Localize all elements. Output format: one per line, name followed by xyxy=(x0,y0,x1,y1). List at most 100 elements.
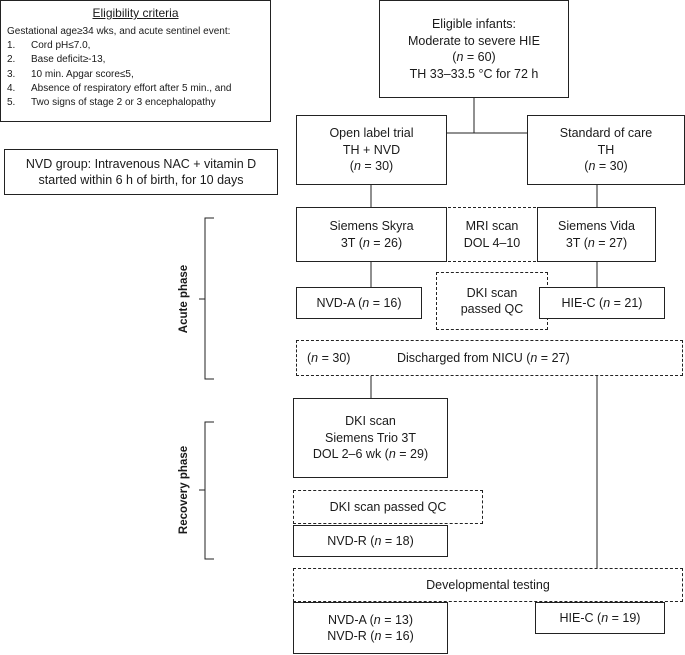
scanner-count: 3T (n = 26) xyxy=(340,235,403,250)
dki-scan-qc-box: DKI scan passed QC xyxy=(436,272,548,330)
developmental-testing-text: Developmental testing xyxy=(426,577,550,592)
discharged-label: Discharged from NICU xyxy=(397,350,523,365)
count-value: 27 xyxy=(609,235,623,250)
eligibility-title: Eligibility criteria xyxy=(92,6,179,20)
criterion-number: 5. xyxy=(7,96,16,108)
arm-count: (n = 30) xyxy=(349,159,394,174)
scanner-count: 3T (n = 27) xyxy=(565,235,628,250)
open-label-trial-box: Open label trial TH + NVD (n = 30) xyxy=(296,115,447,185)
criterion-text: Base deficit≥-13, xyxy=(31,54,106,66)
criterion: 4. Absence of respiratory effort after 5 … xyxy=(7,82,264,96)
group-label: NVD-R xyxy=(327,533,367,548)
criterion-number: 3. xyxy=(7,68,16,80)
n-symbol: n xyxy=(373,612,381,627)
count-value: 29 xyxy=(410,447,424,462)
arm-title: Open label trial xyxy=(329,126,414,141)
count-value: 30 xyxy=(609,159,624,174)
dki-qc-status: passed QC xyxy=(460,302,524,316)
dki-passed-qc-box: DKI scan passed QC xyxy=(293,490,483,524)
mri-scan-title: MRI scan xyxy=(465,219,519,233)
scanner-field: 3T xyxy=(565,235,581,250)
nvd-a-box: NVD-A (n = 16) xyxy=(296,287,422,319)
group-label: NVD-A xyxy=(316,295,355,310)
group-label: NVD-R xyxy=(327,629,367,643)
hie-c-box: HIE-C (n = 21) xyxy=(539,287,665,319)
n-symbol: n xyxy=(362,295,370,310)
developmental-testing-box: Developmental testing xyxy=(293,568,683,602)
count-value: 27 xyxy=(551,350,566,365)
criterion-text: Absence of respiratory effort after 5 mi… xyxy=(31,82,232,94)
scanner-name: Siemens Skyra xyxy=(329,219,414,233)
eligible-treatment: TH 33–33.5 °C for 72 h xyxy=(409,66,539,81)
discharged-text: Discharged from NICU (n = 27) xyxy=(397,350,570,365)
criterion-number: 2. xyxy=(7,54,16,66)
arm-treatment: TH + NVD xyxy=(342,142,401,157)
count-value: 16 xyxy=(395,629,410,643)
group-label: HIE-C xyxy=(559,610,594,625)
group-label: HIE-C xyxy=(561,295,596,310)
count-value: 30 xyxy=(375,159,390,174)
final-nvd-box: NVD-A (n = 13) NVD-R (n = 16) xyxy=(293,602,448,654)
count-value: 60 xyxy=(477,50,492,64)
eligibility-intro: Gestational age≥34 wks, and acute sentin… xyxy=(7,26,231,38)
standard-of-care-box: Standard of care TH (n = 30) xyxy=(527,115,685,185)
criterion-text: Two signs of stage 2 or 3 encephalopathy xyxy=(31,96,216,108)
count-value: 26 xyxy=(384,235,398,250)
n-symbol: n xyxy=(530,350,538,365)
criterion-number: 1. xyxy=(7,40,16,52)
n-symbol: n xyxy=(587,235,595,250)
criterion-text: 10 min. Apgar score≤5, xyxy=(31,68,134,80)
criterion: 1. Cord pH≤7.0, xyxy=(7,39,264,53)
group-count: NVD-A (n = 16) xyxy=(316,295,402,310)
mri-scan-day: DOL 4–10 xyxy=(463,235,521,250)
arm-count: (n = 30) xyxy=(584,159,628,174)
acute-phase-label: Acute phase xyxy=(178,264,190,334)
siemens-skyra-box: Siemens Skyra 3T (n = 26) xyxy=(296,207,447,262)
dki-scan-title: DKI scan xyxy=(345,414,396,429)
criterion: 5. Two signs of stage 2 or 3 encephalopat… xyxy=(7,96,264,110)
acute-phase-bracket xyxy=(204,217,214,380)
nvd-group-line: started within 6 h of birth, for 10 days xyxy=(38,173,244,187)
n-symbol: n xyxy=(603,295,611,310)
scanner-name: Siemens Vida xyxy=(558,219,635,233)
n-symbol: n xyxy=(362,235,370,250)
n-symbol: n xyxy=(456,50,464,64)
n-symbol: n xyxy=(311,350,319,365)
group-count: HIE-C (n = 19) xyxy=(559,610,641,625)
n-symbol: n xyxy=(388,447,396,462)
eligible-count: (n = 60) xyxy=(452,50,496,64)
group-count: NVD-R (n = 16) xyxy=(327,629,414,643)
nvd-group-box: NVD group: Intravenous NAC + vitamin D s… xyxy=(4,149,278,195)
group-count: HIE-C (n = 21) xyxy=(561,295,643,310)
count-value: 18 xyxy=(395,533,410,548)
count-value: 19 xyxy=(622,610,637,625)
dki-qc-title: DKI scan xyxy=(466,285,518,300)
nvd-r-box: NVD-R (n = 18) xyxy=(293,525,448,557)
criterion: 3. 10 min. Apgar score≤5, xyxy=(7,68,264,82)
dki-scan-count: DOL 2–6 wk (n = 29) xyxy=(312,447,429,462)
n-symbol: n xyxy=(601,610,609,625)
recovery-phase-label: Recovery phase xyxy=(178,445,190,535)
group-count: NVD-R (n = 18) xyxy=(327,533,414,548)
n-symbol: n xyxy=(353,159,361,174)
dki-passed-text: DKI scan passed QC xyxy=(329,499,447,514)
count-value: 21 xyxy=(624,295,639,310)
criterion-text: Cord pH≤7.0, xyxy=(31,40,91,52)
nvd-group-line: NVD group: Intravenous NAC + vitamin D xyxy=(25,156,257,171)
eligibility-criteria-box: Eligibility criteria Gestational age≥34 … xyxy=(0,0,271,122)
arm-treatment: TH xyxy=(597,142,615,157)
discharged-left-count: (n = 30) xyxy=(307,350,351,365)
eligible-condition: Moderate to severe HIE xyxy=(407,33,540,48)
eligible-title: Eligible infants: xyxy=(431,17,517,31)
final-hie-c-box: HIE-C (n = 19) xyxy=(535,602,665,634)
dki-scan-day: DOL 2–6 wk xyxy=(312,447,382,462)
arm-title: Standard of care xyxy=(559,126,653,141)
group-label: NVD-A xyxy=(327,612,367,627)
criterion-number: 4. xyxy=(7,82,16,94)
criterion: 2. Base deficit≥-13, xyxy=(7,53,264,67)
mri-scan-box: MRI scan DOL 4–10 xyxy=(443,207,541,262)
recovery-phase-bracket xyxy=(204,421,214,560)
dki-scanner: Siemens Trio 3T xyxy=(324,430,416,445)
dki-scan-trio-box: DKI scan Siemens Trio 3T DOL 2–6 wk (n =… xyxy=(293,398,448,478)
eligible-infants-box: Eligible infants: Moderate to severe HIE… xyxy=(379,0,569,98)
